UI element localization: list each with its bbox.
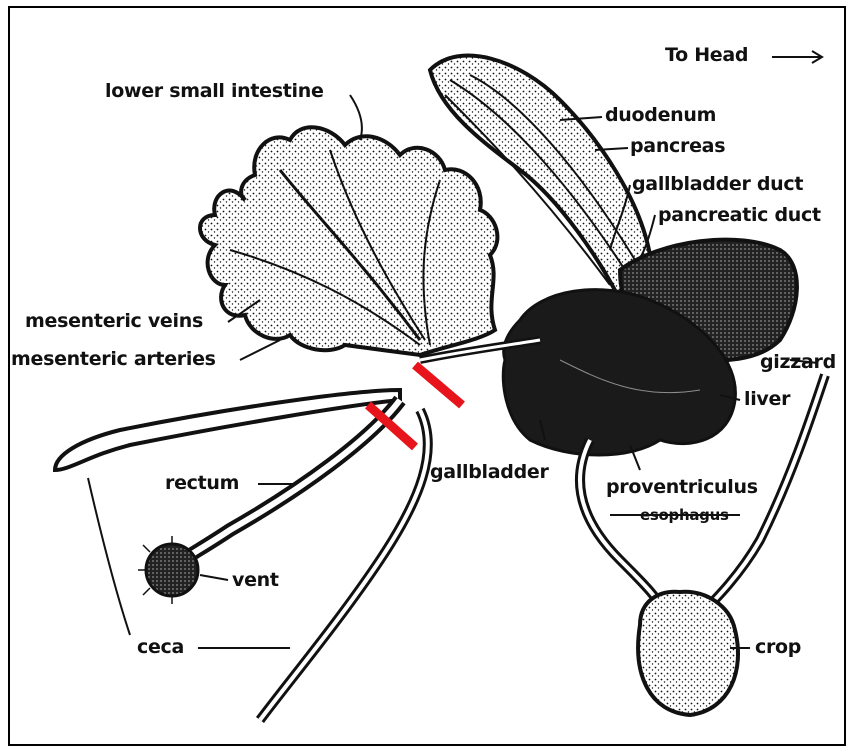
label-duodenum: duodenum: [605, 106, 716, 125]
label-mesenteric-arteries: mesenteric arteries: [11, 350, 216, 369]
label-liver: liver: [744, 390, 790, 409]
label-pancreas: pancreas: [630, 137, 725, 156]
vent-shape: [146, 544, 198, 596]
label-pancreatic-duct: pancreatic duct: [658, 206, 821, 225]
label-proventriculus: proventriculus: [606, 478, 758, 497]
label-rectum: rectum: [165, 474, 239, 493]
cut-mark: [415, 365, 462, 405]
lower-small-intestine-shape: [200, 127, 497, 355]
label-lower-small-intestine: lower small intestine: [105, 82, 324, 101]
label-gallbladder-duct: gallbladder duct: [632, 175, 803, 194]
label-ceca: ceca: [137, 638, 184, 657]
direction-label: To Head: [665, 46, 748, 65]
label-mesenteric-veins: mesenteric veins: [25, 312, 203, 331]
label-esophagus: esophagus: [640, 508, 729, 523]
label-gizzard: gizzard: [760, 353, 836, 372]
label-gallbladder: gallbladder: [430, 463, 549, 482]
crop-shape: [638, 592, 738, 715]
label-vent: vent: [232, 571, 279, 590]
label-crop: crop: [755, 638, 801, 657]
